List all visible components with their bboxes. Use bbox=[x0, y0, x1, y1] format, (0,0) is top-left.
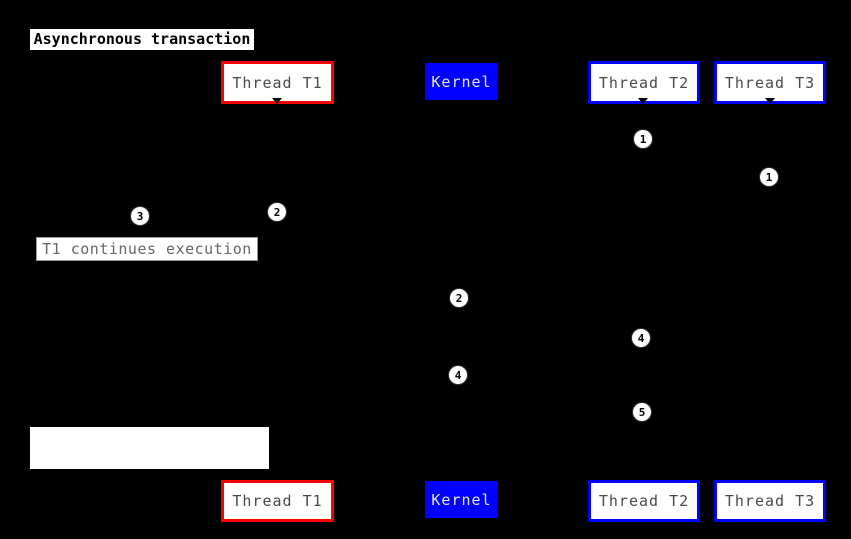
actor-label: Thread T2 bbox=[598, 492, 690, 510]
actor-box-thread-t1-bottom: Thread T1 bbox=[221, 480, 334, 522]
step-badge: 3 bbox=[131, 207, 149, 225]
note-t1-continues-execution: T1 continues execution bbox=[36, 237, 258, 261]
actor-label: Thread T2 bbox=[598, 73, 690, 92]
lifeline-tick bbox=[272, 98, 282, 104]
step-badge: 2 bbox=[268, 203, 286, 221]
actor-box-thread-t1-top: Thread T1 bbox=[221, 61, 334, 104]
note-empty bbox=[30, 427, 269, 469]
step-badge: 2 bbox=[450, 289, 468, 307]
actor-box-thread-t3-top: Thread T3 bbox=[714, 61, 826, 104]
actor-box-thread-t2-bottom: Thread T2 bbox=[588, 480, 700, 522]
step-badge: 1 bbox=[634, 130, 652, 148]
actor-box-kernel-top: Kernel bbox=[425, 63, 498, 100]
diagram-title: Asynchronous transaction bbox=[28, 27, 256, 52]
actor-label: Thread T1 bbox=[232, 73, 323, 92]
actor-label: Thread T3 bbox=[724, 492, 816, 510]
actor-label: Thread T3 bbox=[724, 73, 816, 92]
actor-label: Thread T1 bbox=[232, 492, 323, 510]
lifeline-tick bbox=[638, 98, 648, 104]
step-badge: 1 bbox=[760, 168, 778, 186]
actor-label: Kernel bbox=[431, 72, 492, 91]
step-badge: 4 bbox=[632, 329, 650, 347]
actor-label: Kernel bbox=[431, 490, 492, 509]
lifeline-tick bbox=[765, 98, 775, 104]
step-badge: 5 bbox=[633, 403, 651, 421]
step-badge: 4 bbox=[449, 366, 467, 384]
actor-box-kernel-bottom: Kernel bbox=[425, 481, 498, 518]
actor-box-thread-t3-bottom: Thread T3 bbox=[714, 480, 826, 522]
